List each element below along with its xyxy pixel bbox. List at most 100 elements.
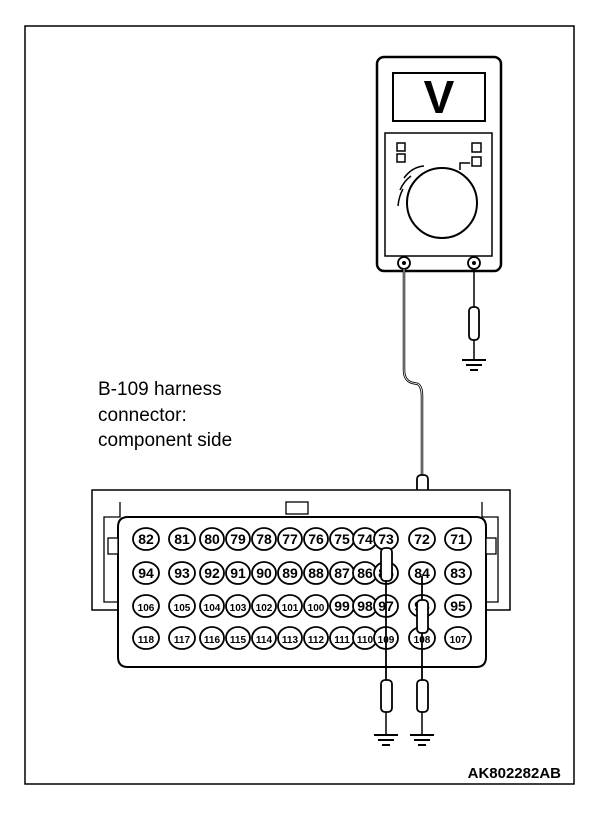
pin-label: 84: [414, 565, 430, 581]
pin-label: 90: [256, 565, 272, 581]
pin-label: 73: [378, 531, 394, 547]
backprobe-clip-icon: [380, 547, 393, 582]
side-key-icon: [485, 537, 497, 555]
pin-cavity: [277, 527, 303, 551]
pin-label: 80: [204, 531, 220, 547]
range-indicator-icon: [471, 156, 482, 167]
pin-cavity: [251, 527, 277, 551]
pin-label: 94: [138, 565, 154, 581]
connector-label-line-1: B-109 harness: [98, 379, 222, 400]
pin-label: 103: [230, 603, 247, 614]
range-scale-arc: [397, 188, 404, 207]
pin-label: 89: [282, 565, 298, 581]
pin-cavity: [199, 626, 225, 650]
pin-label: 82: [138, 531, 154, 547]
pin-label: 86: [357, 565, 373, 581]
pin-cavity: [199, 527, 225, 551]
ground-symbol-icon: [410, 734, 434, 746]
pin-cavity: [132, 626, 160, 650]
pin-cavity: [251, 561, 277, 585]
pin-cavity: [408, 527, 436, 551]
range-indicator-icon: [471, 142, 482, 153]
pin-cavity: [303, 527, 329, 551]
pin-cavity: [303, 626, 329, 650]
pin-label: 72: [414, 531, 430, 547]
pin-label: 114: [256, 635, 273, 646]
pin-cavity: [444, 626, 472, 650]
range-marker-icon: [459, 162, 470, 170]
pin-cavity: [168, 561, 196, 585]
pin-cavity: [168, 626, 196, 650]
pin-cavity: [303, 594, 329, 618]
range-indicator-icon: [396, 142, 406, 152]
pin-cavity: [251, 626, 277, 650]
connector-latch-icon: [285, 501, 309, 515]
pin-cavity: [303, 561, 329, 585]
pin-cavity: [132, 527, 160, 551]
pin-cavity: [444, 527, 472, 551]
backprobe-leads: [374, 547, 434, 746]
connector-label-line-2: connector:: [98, 405, 187, 426]
pin-label: 116: [204, 635, 221, 646]
pin-cavity: [251, 594, 277, 618]
pin-label: 78: [256, 531, 272, 547]
range-indicator-icon: [396, 153, 406, 163]
pin-label: 110: [357, 635, 374, 646]
pin-label: 105: [174, 603, 191, 614]
pin-cavity: [444, 561, 472, 585]
multimeter-mode-symbol: V: [424, 71, 455, 123]
pin-cavity: [225, 527, 251, 551]
pin-cavity: [225, 626, 251, 650]
pin-label: 117: [174, 635, 191, 646]
pin-label: 93: [174, 565, 190, 581]
pin-label: 101: [282, 603, 299, 614]
probe-clip-icon: [416, 679, 429, 713]
pin-label: 92: [204, 565, 220, 581]
pin-label: 104: [204, 603, 221, 614]
backprobe-clip-icon: [416, 599, 429, 634]
pin-label: 75: [334, 531, 350, 547]
ground-symbol-icon: [462, 359, 486, 371]
connector-label: B-109 harness connector: component side: [98, 379, 232, 451]
pin-label: 113: [282, 635, 299, 646]
pin-label: 71: [450, 531, 466, 547]
probe-clip-icon: [468, 306, 480, 341]
meter-test-lead: [402, 269, 429, 528]
ground-symbol-icon: [374, 734, 398, 746]
pin-cavity: [277, 594, 303, 618]
pin-cavity: [199, 594, 225, 618]
range-scale-arc: [399, 175, 412, 191]
pin-label: 76: [308, 531, 324, 547]
pin-cavity: [277, 561, 303, 585]
pin-cavity: [168, 594, 196, 618]
pin-cavity: [199, 561, 225, 585]
range-scale-arc: [403, 165, 425, 179]
pin-label: 87: [334, 565, 350, 581]
figure-code: AK802282AB: [468, 765, 562, 782]
pin-label: 98: [357, 598, 373, 614]
pin-label: 106: [138, 603, 155, 614]
multimeter-display: [392, 72, 486, 122]
pin-label: 77: [282, 531, 298, 547]
pin-label: 118: [138, 635, 155, 646]
side-key-icon: [107, 537, 119, 555]
pin-label: 99: [334, 598, 350, 614]
probe-clip-icon: [380, 679, 393, 713]
pin-label: 88: [308, 565, 324, 581]
rotary-selector-knob: [406, 167, 478, 239]
pin-label: 95: [450, 598, 466, 614]
pin-label: 102: [256, 603, 273, 614]
pin-cavity: [277, 626, 303, 650]
pin-label: 79: [230, 531, 246, 547]
pin-cavity: [132, 561, 160, 585]
pin-cavity: [168, 527, 196, 551]
pin-label: 91: [230, 565, 246, 581]
pin-label: 83: [450, 565, 466, 581]
pin-label: 115: [230, 635, 247, 646]
pin-cavity: [132, 594, 160, 618]
figure-frame: [24, 25, 575, 785]
pin-label: 74: [357, 531, 373, 547]
